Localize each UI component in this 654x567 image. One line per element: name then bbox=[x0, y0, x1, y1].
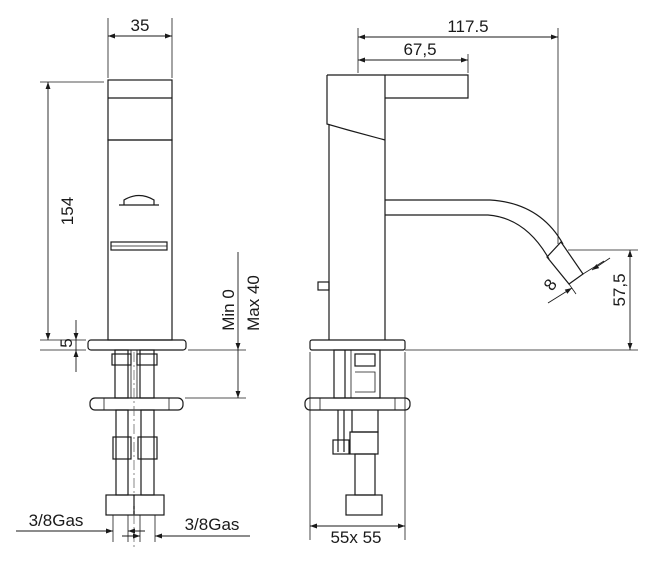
dim-total-reach-label: 117.5 bbox=[447, 17, 488, 36]
front-view bbox=[87, 79, 187, 548]
side-view bbox=[304, 74, 584, 516]
dim-spout-height-label: 57,5 bbox=[610, 273, 629, 306]
front-connector-nut-right bbox=[133, 494, 165, 516]
side-shank-detail bbox=[355, 371, 376, 393]
side-base-plate bbox=[309, 339, 406, 351]
dim-8-arrow-inner bbox=[547, 287, 573, 304]
front-base-plate bbox=[87, 339, 187, 351]
side-lever bbox=[327, 74, 469, 99]
dim-base-size-label: 55x 55 bbox=[330, 528, 381, 547]
dim-8-extension bbox=[568, 283, 577, 295]
dim-8-extension bbox=[582, 260, 605, 275]
side-rod-nut bbox=[332, 439, 350, 455]
front-dimensions: 35 154 5 Min 0 Max 40 3/8Gas 3/8Gas bbox=[16, 16, 263, 542]
front-shank-left bbox=[114, 349, 129, 399]
dim-lever-reach-label: 67,5 bbox=[403, 40, 436, 59]
front-aerator bbox=[123, 194, 155, 205]
side-hose bbox=[354, 453, 376, 496]
side-dimensions: 117.5 67,5 57,5 8 55x 55 bbox=[309, 17, 638, 547]
side-handle-block bbox=[326, 75, 386, 141]
dim-front-width-label: 35 bbox=[131, 16, 150, 35]
front-hose-crimp-right bbox=[137, 436, 158, 460]
side-spout-inner bbox=[385, 214, 550, 260]
dim-mount-max-label: Max 40 bbox=[244, 275, 263, 331]
front-hose-crimp-left bbox=[112, 436, 132, 460]
side-mounting-plate bbox=[304, 397, 411, 411]
dim-connection-right-label: 3/8Gas bbox=[185, 515, 240, 534]
front-shank-right bbox=[139, 349, 155, 399]
front-hose-left bbox=[115, 409, 129, 496]
dim-spout-outlet-label: 8 bbox=[540, 276, 561, 295]
dim-connection-left-label: 3/8Gas bbox=[29, 511, 84, 530]
front-mounting-plate bbox=[89, 397, 184, 411]
front-lever bbox=[107, 79, 173, 141]
front-connector-nut-left bbox=[105, 494, 135, 516]
side-connector-nut bbox=[345, 494, 383, 516]
front-body bbox=[107, 139, 173, 341]
side-shank bbox=[333, 349, 381, 399]
side-hose-body bbox=[351, 410, 379, 433]
side-button bbox=[317, 281, 330, 291]
dim-base-thickness-label: 5 bbox=[57, 338, 76, 347]
dim-8-arrow-outer bbox=[591, 257, 611, 271]
side-shank-nut bbox=[354, 353, 376, 367]
side-spout bbox=[385, 199, 564, 245]
side-hose-crimp bbox=[349, 431, 379, 455]
dim-front-height-label: 154 bbox=[58, 197, 77, 225]
front-hose-right bbox=[140, 409, 155, 496]
side-aerator bbox=[546, 241, 584, 285]
dim-mount-min-label: Min 0 bbox=[219, 289, 238, 331]
